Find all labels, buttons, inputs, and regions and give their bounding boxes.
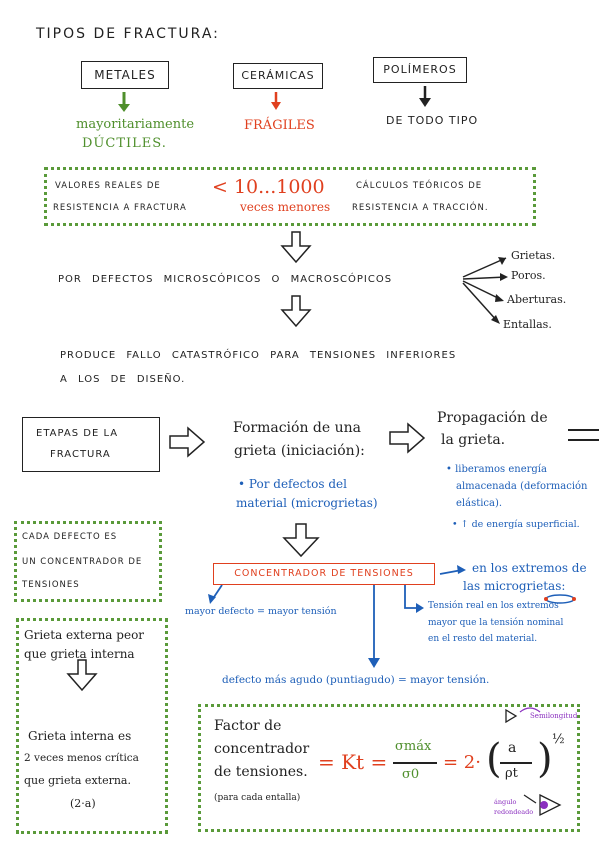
prop-bullet-1-line-1: • liberamos energía — [446, 464, 547, 475]
prop-bullet-1-line-2: almacenada (deformación — [456, 481, 588, 492]
sigma-zero: σ0 — [402, 767, 420, 782]
values-left-1: VALORES REALES DE — [55, 181, 161, 191]
paren-left: ( — [486, 736, 502, 782]
defect-item: Aberturas. — [507, 293, 567, 306]
concentrator-box: CONCENTRADOR DE TENSIONES — [213, 563, 435, 585]
defect-item: Entallas. — [503, 318, 552, 331]
side-box-1-line: TENSIONES — [22, 580, 80, 590]
formula-exponent: ½ — [552, 732, 565, 747]
equals-two: = 2· — [443, 752, 481, 773]
failure-line-1: PRODUCE FALLO CATASTRÓFICO PARA TENSIONE… — [60, 350, 457, 361]
paren-right: ) — [537, 736, 553, 782]
concentrator-right-1: en los extremos de — [472, 561, 587, 575]
real-tension-line-1: Tensión real en los extremos — [428, 601, 559, 611]
stages-box-line-2: FRACTURA — [50, 449, 111, 460]
formation-bullet-2: material (microgrietas) — [236, 496, 378, 510]
angulo-label-2: redondeado — [494, 808, 534, 816]
failure-line-2: A LOS DE DISEÑO. — [60, 374, 186, 385]
side-box-2-line-1: Grieta externa peor — [24, 628, 145, 642]
real-tension-line-3: en el resto del material. — [428, 634, 538, 644]
metales-note-2: DÚCTILES. — [82, 136, 167, 151]
metales-box: METALES — [81, 61, 169, 89]
sigma-max: σmáx — [395, 739, 432, 754]
side-box-2-line-4: 2 veces menos crítica — [24, 752, 139, 764]
side-box-2 — [16, 618, 168, 834]
formula-a: a — [508, 740, 517, 756]
formation-line-1: Formación de una — [233, 420, 361, 436]
fraction-bar — [500, 762, 532, 764]
fraction-bar — [393, 762, 437, 764]
metales-note-1: mayoritariamente — [76, 117, 195, 132]
formula-label-4: (para cada entalla) — [214, 793, 301, 803]
concentrator-right-2: las microgrietas: — [463, 579, 566, 593]
side-box-1-line: UN CONCENTRADOR DE — [22, 557, 143, 567]
prop-bullet-2: • ↑ de energía superficial. — [452, 519, 580, 530]
polimeros-box: POLÍMEROS — [373, 57, 467, 83]
values-left-2: RESISTENCIA A FRACTURA — [53, 203, 187, 213]
stages-box-line-1: ETAPAS DE LA — [36, 428, 119, 439]
formula-box — [198, 704, 580, 832]
real-tension-line-2: mayor que la tensión nominal — [428, 618, 564, 628]
values-right-1: CÁLCULOS TEÓRICOS DE — [356, 181, 483, 191]
angulo-label-1: ángulo — [494, 798, 517, 806]
values-right-2: RESISTENCIA A TRACCIÓN. — [352, 203, 489, 213]
values-range-note: veces menores — [240, 200, 331, 214]
page-title: TIPOS DE FRACTURA: — [36, 26, 220, 42]
defect-item: Grietas. — [511, 249, 556, 262]
values-box — [44, 167, 536, 226]
formula-label-1: Factor de — [214, 718, 282, 734]
polimeros-note: DE TODO TIPO — [386, 114, 479, 127]
semilongitud-label: Semilongitud — [530, 712, 578, 720]
stages-box — [22, 417, 160, 472]
side-box-2-line-2: que grieta interna — [24, 647, 135, 661]
side-box-1-line: CADA DEFECTO ES — [22, 532, 118, 542]
formula-label-2: concentrador — [214, 741, 310, 757]
side-box-1 — [14, 521, 162, 602]
defects-line: POR DEFECTOS MICROSCÓPICOS O MACROSCÓPIC… — [58, 274, 393, 285]
propagation-line-1: Propagación de — [437, 410, 548, 426]
side-box-2-line-5: que grieta externa. — [24, 774, 131, 787]
values-range: < 10...1000 — [212, 176, 325, 198]
propagation-line-2: la grieta. — [441, 432, 506, 448]
ceramicas-box: CERÁMICAS — [233, 63, 323, 89]
side-box-2-line-3: Grieta interna es — [28, 729, 132, 743]
ceramicas-note: FRÁGILES — [244, 118, 315, 133]
defect-item: Poros. — [511, 269, 546, 282]
formula-rho: ρt — [505, 766, 518, 781]
defecto-agudo-note: defecto más agudo (puntiagudo) = mayor t… — [222, 674, 490, 686]
prop-bullet-1-line-3: elástica). — [456, 498, 503, 509]
formula-label-3: de tensiones. — [214, 764, 308, 780]
formation-line-2: grieta (iniciación): — [234, 443, 365, 459]
kt-symbol: = Kt = — [318, 750, 388, 774]
formation-bullet-1: • Por defectos del — [238, 477, 347, 491]
side-box-2-line-6: (2·a) — [70, 797, 96, 810]
mayor-defecto-note: mayor defecto = mayor tensión — [185, 606, 337, 617]
